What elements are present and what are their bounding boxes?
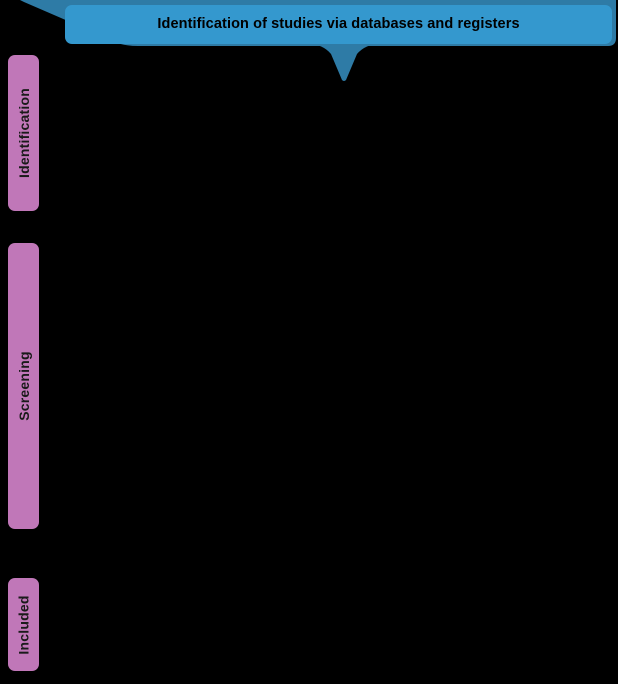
stage-label-identification-text: Identification (15, 88, 32, 178)
stage-label-identification: Identification (8, 55, 39, 211)
header-banner-title: Identification of studies via databases … (157, 15, 520, 32)
stage-label-included-text: Included (15, 594, 32, 655)
stage-label-screening-text: Screening (15, 351, 32, 421)
down-arrow-icon (305, 40, 383, 82)
stage-label-screening: Screening (8, 243, 39, 529)
header-banner: Identification of studies via databases … (65, 5, 612, 44)
canvas-left-border (0, 0, 2, 684)
stage-label-included: Included (8, 578, 39, 671)
canvas-right-margin (618, 0, 630, 684)
